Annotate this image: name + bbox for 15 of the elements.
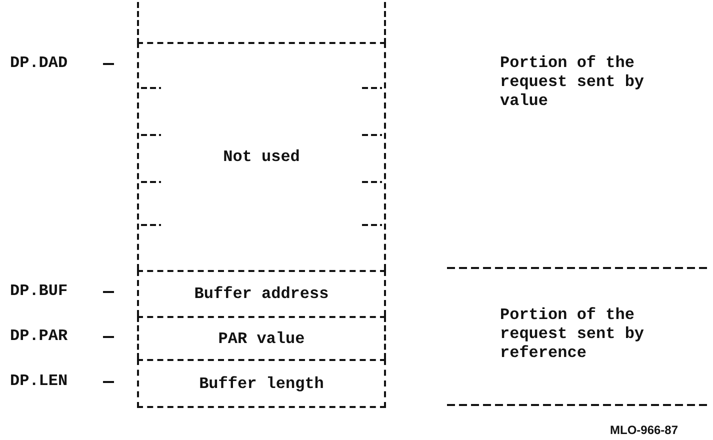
portion-note: Portion of the request sent by value	[500, 54, 646, 112]
memory-field	[137, 316, 386, 359]
offset-label: DP.PAR	[10, 327, 68, 346]
field-label: Buffer address	[194, 285, 329, 303]
field-label: Not used	[223, 148, 300, 166]
figure-id: MLO-966-87	[610, 423, 678, 438]
offset-label: DP.LEN	[10, 372, 68, 392]
portion-note: Portion of the request sent by reference	[500, 306, 646, 364]
field-label: Buffer length	[199, 374, 324, 392]
memory-field	[137, 42, 386, 270]
field-label: PAR value	[218, 330, 305, 348]
memory-field	[137, 359, 386, 408]
memory-field	[137, 270, 386, 316]
offset-label: DP.BUF	[10, 282, 68, 302]
offset-label: DP.DAD	[10, 54, 68, 74]
